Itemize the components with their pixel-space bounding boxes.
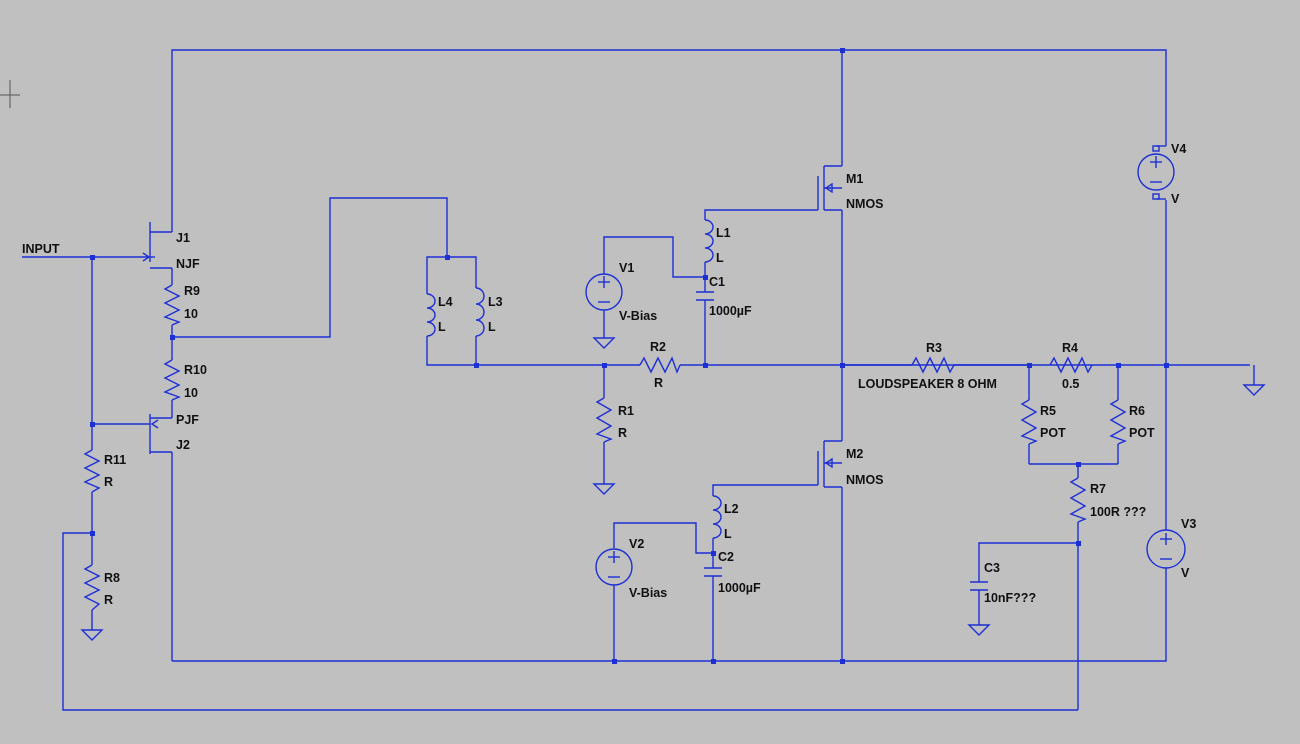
r3-name: R3 (926, 341, 942, 355)
resistor-r1[interactable] (595, 397, 613, 443)
j1-name: J1 (176, 231, 190, 245)
r6-value: POT (1129, 426, 1155, 440)
r4-name: R4 (1062, 341, 1078, 355)
junction-dots (90, 48, 1169, 664)
r6-name: R6 (1129, 404, 1145, 418)
resistor-r10[interactable] (163, 359, 181, 401)
inductor-l3[interactable] (475, 287, 485, 337)
voltage-source-v3[interactable] (1146, 529, 1186, 569)
capacitor-c2[interactable] (704, 567, 722, 577)
labels: INPUT J1 NJF R9 10 R10 10 PJF J2 R11 R R… (22, 142, 1196, 607)
inductor-l2[interactable] (712, 495, 722, 539)
j2-name: J2 (176, 438, 190, 452)
c2-name: C2 (718, 550, 734, 564)
v1-name: V1 (619, 261, 634, 275)
r5-name: R5 (1040, 404, 1056, 418)
r3-value: LOUDSPEAKER 8 OHM (858, 377, 997, 391)
resistor-r8[interactable] (83, 564, 101, 611)
l1-name: L1 (716, 226, 731, 240)
r9-name: R9 (184, 284, 200, 298)
r8-name: R8 (104, 571, 120, 585)
r2-value: R (654, 376, 663, 390)
m2-value: NMOS (846, 473, 884, 487)
m2-name: M2 (846, 447, 863, 461)
v4-name: V4 (1171, 142, 1186, 156)
l4-name: L4 (438, 295, 453, 309)
l2-name: L2 (724, 502, 739, 516)
resistor-r5[interactable] (1020, 399, 1038, 445)
l2-value: L (724, 527, 732, 541)
r1-value: R (618, 426, 627, 440)
v1-value: V-Bias (619, 309, 657, 323)
r5-value: POT (1040, 426, 1066, 440)
inductor-l1[interactable] (704, 219, 714, 263)
resistor-r4[interactable] (1049, 356, 1093, 374)
c3-value: 10nF??? (984, 591, 1036, 605)
c2-value: 1000µF (718, 581, 761, 595)
m1-value: NMOS (846, 197, 884, 211)
resistor-r3-loudspeaker[interactable] (842, 356, 1029, 374)
jfet-j1[interactable] (142, 222, 172, 269)
c1-name: C1 (709, 275, 725, 289)
resistor-r7[interactable] (1069, 477, 1087, 523)
l1-value: L (716, 251, 724, 265)
c1-value: 1000µF (709, 304, 752, 318)
voltage-source-v2[interactable] (595, 548, 633, 586)
r2-name: R2 (650, 340, 666, 354)
v3-name: V3 (1181, 517, 1196, 531)
ground-icon (592, 337, 616, 349)
l4-value: L (438, 320, 446, 334)
l3-name: L3 (488, 295, 503, 309)
r11-value: R (104, 475, 113, 489)
v2-value: V-Bias (629, 586, 667, 600)
resistor-r2[interactable] (639, 356, 681, 374)
input-label: INPUT (22, 242, 60, 256)
jfet-j2[interactable] (149, 414, 172, 454)
voltage-source-v4[interactable] (1137, 145, 1175, 200)
resistor-r11[interactable] (83, 449, 101, 493)
v2-name: V2 (629, 537, 644, 551)
ground-icon (592, 483, 616, 495)
mosfet-m1[interactable] (817, 165, 842, 211)
crosshair-cursor-icon (0, 80, 20, 108)
r7-value: 100R ??? (1090, 505, 1146, 519)
r10-name: R10 (184, 363, 207, 377)
mosfet-m2[interactable] (817, 440, 842, 488)
ground-icon (80, 629, 104, 641)
inductor-l4[interactable] (426, 293, 436, 337)
l3-value: L (488, 320, 496, 334)
capacitor-c3[interactable] (970, 581, 988, 591)
r8-value: R (104, 593, 113, 607)
r10-value: 10 (184, 386, 198, 400)
r9-value: 10 (184, 307, 198, 321)
j1-value: NJF (176, 257, 200, 271)
r4-value: 0.5 (1062, 377, 1079, 391)
r7-name: R7 (1090, 482, 1106, 496)
j2-value: PJF (176, 413, 199, 427)
voltage-source-v1[interactable] (585, 273, 623, 311)
capacitor-c1[interactable] (696, 291, 714, 301)
c3-name: C3 (984, 561, 1000, 575)
ground-icon (967, 624, 991, 636)
r11-name: R11 (104, 453, 126, 467)
v3-value: V (1181, 566, 1190, 580)
resistor-r9[interactable] (163, 284, 181, 326)
resistor-r6[interactable] (1109, 399, 1127, 445)
r1-name: R1 (618, 404, 634, 418)
wires (22, 49, 1255, 711)
v4-value: V (1171, 192, 1180, 206)
ground-icon (1242, 384, 1266, 396)
m1-name: M1 (846, 172, 863, 186)
